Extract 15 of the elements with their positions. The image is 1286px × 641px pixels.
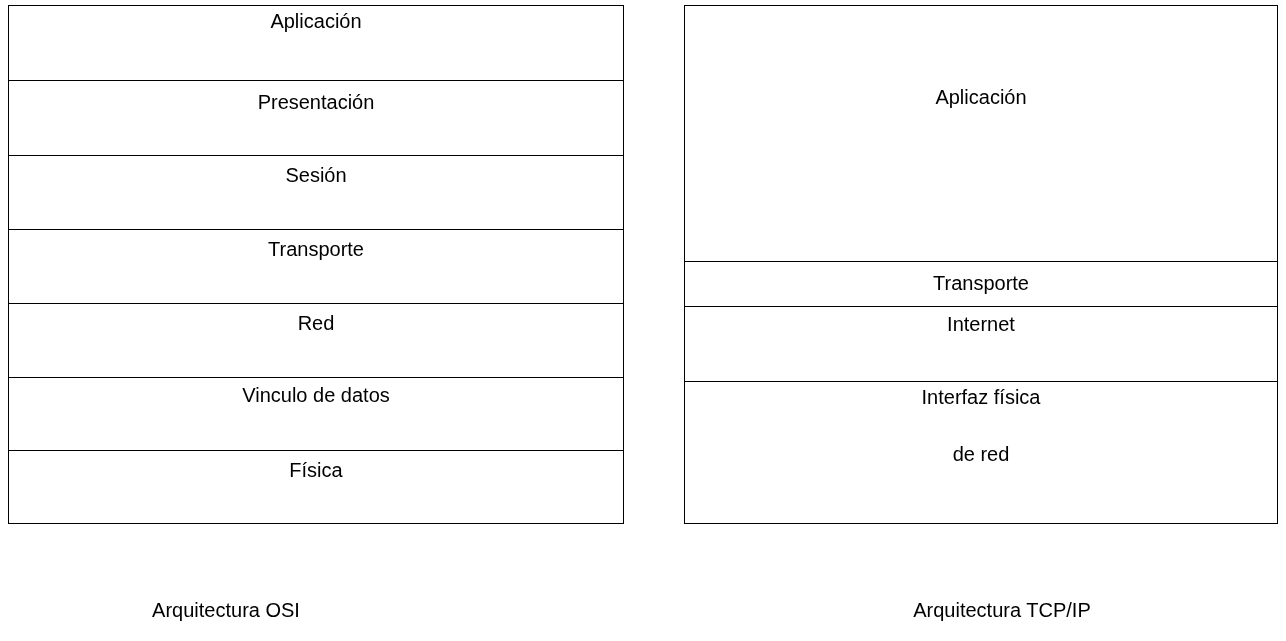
layer-label: Física <box>289 458 343 483</box>
layer-label: Aplicación <box>270 9 362 34</box>
architecture-caption: Arquitectura OSI <box>151 598 301 623</box>
layer-label: Interfaz física de red <box>920 385 1042 467</box>
layer-label: Aplicación <box>935 85 1027 110</box>
layer-label: Presentación <box>257 90 375 115</box>
architecture-caption: Arquitectura TCP/IP <box>912 598 1092 623</box>
architecture-stack <box>8 5 624 524</box>
layer-label: Red <box>297 311 335 336</box>
layer-label: Vinculo de datos <box>242 383 390 408</box>
layer-label: Transporte <box>268 237 364 262</box>
layer-label: Transporte <box>933 271 1029 296</box>
layer-label: Sesión <box>285 163 347 188</box>
architecture-stack <box>684 5 1278 524</box>
layer-label: Internet <box>947 312 1015 337</box>
